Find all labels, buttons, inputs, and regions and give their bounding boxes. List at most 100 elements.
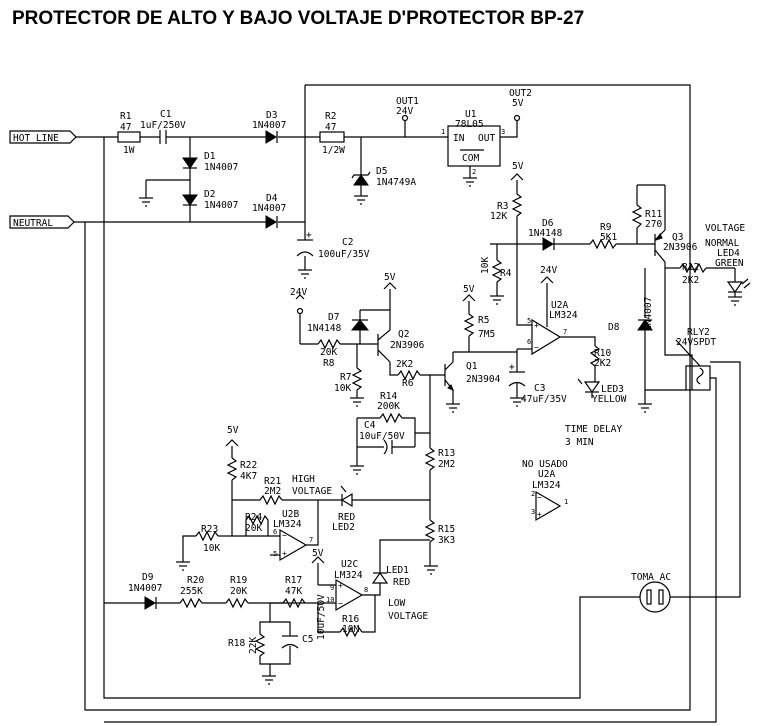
svg-text:1: 1	[564, 498, 568, 506]
u1-pin-com: COM	[462, 153, 479, 164]
r16-value: 10M	[342, 624, 359, 635]
c2-value: 100uF/35V	[318, 249, 370, 260]
c3-capacitor: + C3 47uF/35V	[508, 362, 567, 405]
r14-ref: R14	[380, 391, 397, 402]
d6-diode: D6 1N4148	[528, 218, 563, 251]
diagram-title: PROTECTOR DE ALTO Y BAJO VOLTAJE D'PROTE…	[12, 8, 584, 29]
r15-resistor: R15 3K3	[424, 519, 455, 566]
r18-ref: R18	[228, 638, 245, 649]
r11-resistor: R11 270	[631, 184, 665, 244]
r9-ref: R9	[600, 222, 612, 233]
led4-label: VOLTAGE	[705, 223, 745, 234]
d9-ref: D9	[142, 572, 154, 583]
out2-ref: OUT2	[509, 88, 532, 99]
svg-text:3: 3	[531, 508, 535, 516]
u2b-value: LM324	[273, 519, 302, 530]
c1-value: 1uF/250V	[140, 120, 186, 131]
r23-value: 10K	[203, 543, 220, 554]
r7-value: 10K	[334, 383, 351, 394]
d7-ref: D7	[328, 312, 339, 323]
q3-transistor: Q3 2N3906	[654, 185, 698, 268]
svg-text:9: 9	[330, 584, 334, 592]
u2c-opamp: 5V + − U2C LM324 9 10 8	[270, 548, 381, 612]
d2-ref: D2	[204, 189, 215, 200]
q1-ref: Q1	[466, 361, 478, 372]
r8-resistor: 20K R8	[300, 338, 378, 369]
r22-value: 4K7	[240, 471, 257, 482]
r18-value: 22K	[248, 637, 259, 654]
low-voltage-line2: VOLTAGE	[388, 611, 428, 622]
r22-resistor: 5V R22 4K7	[225, 425, 257, 500]
r7-resistor: R7 10K	[334, 344, 363, 398]
svg-text:−: −	[537, 493, 542, 502]
r2-ref: R2	[325, 111, 336, 122]
led2-indicator: HIGH VOLTAGE RED LED2	[292, 474, 430, 533]
led3-ref: LED3	[601, 384, 624, 395]
svg-text:1: 1	[441, 128, 445, 136]
u2a-opamp: + − 24V U2A LM324 5 6 7	[516, 244, 596, 356]
r15-ref: R15	[438, 524, 455, 535]
d8-diode: D8 1N4007	[608, 268, 654, 404]
q3-ref: Q3	[672, 232, 683, 243]
c3-value: 47uF/35V	[521, 394, 567, 405]
r5-supply: 5V	[463, 284, 475, 295]
rly2-relay: RLY2 24VSPDT	[104, 268, 717, 723]
led4-indicator: VOLTAGE NORMAL LED4 GREEN	[705, 223, 751, 297]
led4-ref: LED4	[717, 248, 740, 259]
led4-color: GREEN	[715, 258, 744, 269]
svg-text:+: +	[537, 510, 542, 519]
r5-ref: R5	[478, 315, 489, 326]
r3-value: 12K	[490, 211, 507, 222]
q1-value: 2N3904	[466, 374, 501, 385]
rly2-ref: RLY2	[687, 327, 710, 338]
out1-terminal: OUT1 24V	[396, 96, 419, 122]
r3-supply: 5V	[512, 161, 524, 172]
toma-ac-label: TOMA AC	[631, 572, 671, 583]
r2-resistor: R2 47 1/2W	[319, 111, 345, 156]
svg-text:7: 7	[309, 536, 313, 544]
r24-ref: R24	[245, 512, 262, 523]
q3-value: 2N3906	[663, 242, 698, 253]
r12-ref: R12	[682, 262, 699, 273]
r10-ref: R10	[594, 348, 611, 359]
svg-text:2: 2	[531, 490, 535, 498]
r12-resistor: R12 2K2	[665, 262, 735, 286]
d7-value: 1N4148	[307, 323, 342, 334]
led3-color: YELLOW	[592, 394, 627, 405]
rly2-value: 24VSPDT	[676, 337, 716, 348]
r22-ref: R22	[240, 460, 257, 471]
hot-line-label: HOT LINE	[13, 133, 59, 144]
led1-color: RED	[393, 577, 410, 588]
out1-value: 24V	[396, 106, 413, 117]
c3-ref: C3	[534, 383, 545, 394]
d1-ref: D1	[204, 151, 216, 162]
svg-text:8: 8	[364, 586, 368, 594]
svg-text:+: +	[306, 230, 312, 241]
d2-value: 1N4007	[204, 200, 238, 211]
high-voltage-line1: HIGH	[292, 474, 315, 485]
q2-value: 2N3906	[390, 340, 425, 351]
led1-ref: LED1	[386, 565, 409, 576]
led4-label2: NORMAL	[705, 238, 740, 249]
r6-resistor: 2K2 R6	[396, 359, 445, 389]
r16-resistor: R16 10M	[317, 595, 376, 638]
r22-supply: 5V	[227, 425, 239, 436]
no-usado-label: NO USADO	[522, 459, 568, 470]
r20-resistor: R20 255K	[179, 575, 226, 609]
r17-value: 47K	[285, 586, 302, 597]
c2-ref: C2	[342, 237, 353, 248]
svg-text:2: 2	[472, 168, 476, 176]
toma-ac-outlet: TOMA AC	[631, 572, 671, 613]
r23-ref: R23	[201, 524, 218, 535]
d6-value: 1N4148	[528, 228, 563, 239]
svg-text:−: −	[534, 343, 539, 352]
svg-text:5: 5	[527, 317, 531, 325]
r9-value: 5K1	[600, 232, 617, 243]
u2b-opamp: − + U2B LM324 6 5 7	[231, 500, 319, 562]
d1-value: 1N4007	[204, 162, 238, 173]
q2-supply: 5V	[384, 272, 396, 283]
r24-value: 20K	[245, 523, 262, 534]
u1-ref: U1	[465, 109, 477, 120]
svg-text:5: 5	[273, 550, 277, 558]
